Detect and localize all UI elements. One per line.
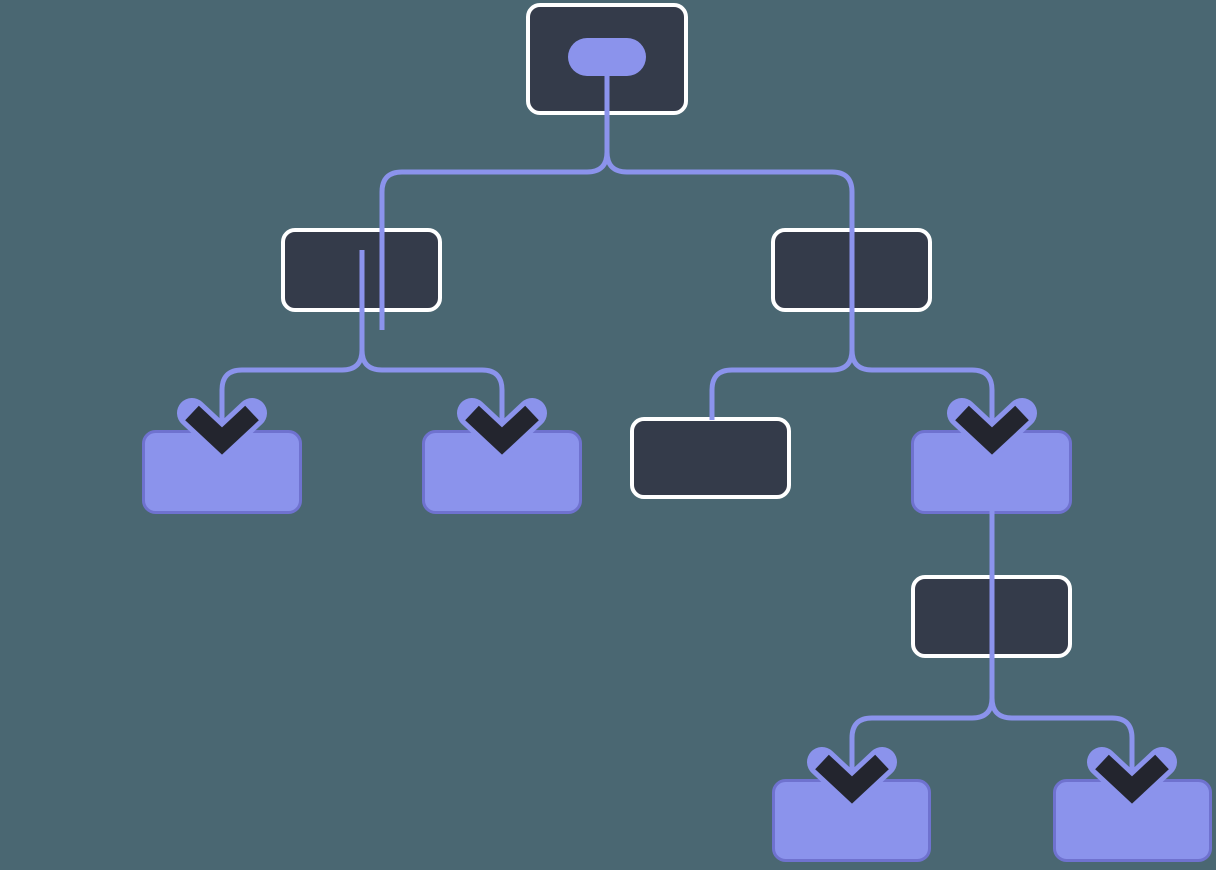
arrowhead-group-node-icon xyxy=(955,405,1029,455)
arrowhead-leaf-node-1 xyxy=(177,398,267,462)
arrowhead-leaf-node-3-icon xyxy=(815,754,889,804)
arrowhead-leaf-node-1-icon xyxy=(185,405,259,455)
arrowhead-leaf-node-2-icon xyxy=(465,405,539,455)
arrowhead-leaf-node-2 xyxy=(457,398,547,462)
edge-sub-branch-to-leaf-4 xyxy=(989,600,1135,795)
arrowhead-leaf-node-3 xyxy=(807,747,897,811)
edge-root-to-branch-right xyxy=(604,40,855,330)
edge-branch-right-to-group xyxy=(849,250,995,445)
arrowhead-group-node xyxy=(947,398,1037,462)
arrowhead-leaf-node-4 xyxy=(1087,747,1177,811)
arrowhead-leaf-node-4-icon xyxy=(1095,754,1169,804)
edge-branch-left-to-leaf-2 xyxy=(359,250,505,445)
